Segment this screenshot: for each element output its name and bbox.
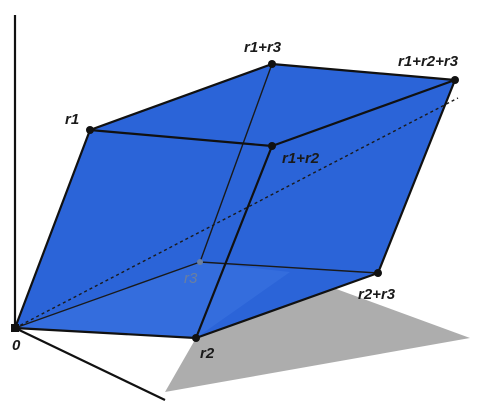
vertex-r1r2 bbox=[268, 142, 276, 150]
vertex-r1r3 bbox=[268, 60, 276, 68]
edge-r3-to-r1r3 bbox=[199, 63, 273, 263]
vertex-origin bbox=[11, 324, 19, 332]
vertex-r3 bbox=[197, 259, 203, 265]
edge-r1r2-to-r1r2r3 bbox=[271, 78, 456, 148]
main-diagonal bbox=[14, 97, 459, 329]
label-origin: 0 bbox=[12, 337, 21, 354]
vertex-r2r3 bbox=[374, 269, 382, 277]
label-r1-r2-r3: r1+r2+r3 bbox=[398, 53, 459, 70]
vertex-r1r2r3 bbox=[451, 76, 459, 84]
edge-r3-to-r2r3 bbox=[199, 261, 379, 274]
label-r1-r2: r1+r2 bbox=[282, 150, 320, 167]
inner-face-r3 bbox=[15, 262, 290, 338]
label-r2-r3: r2+r3 bbox=[358, 286, 396, 303]
edge-r1-to-r1r2 bbox=[89, 128, 273, 148]
edge-r2-to-r1r2 bbox=[194, 145, 274, 339]
ground-shadow bbox=[15, 272, 470, 392]
front-axis bbox=[14, 327, 166, 401]
edge-origin-to-r3 bbox=[14, 261, 201, 329]
label-r1: r1 bbox=[65, 111, 79, 128]
vertex-r1 bbox=[86, 126, 94, 134]
vertex-r2 bbox=[192, 334, 200, 342]
label-r3: r3 bbox=[184, 270, 198, 287]
label-r2: r2 bbox=[200, 345, 215, 362]
label-r1-r3: r1+r3 bbox=[244, 39, 282, 56]
